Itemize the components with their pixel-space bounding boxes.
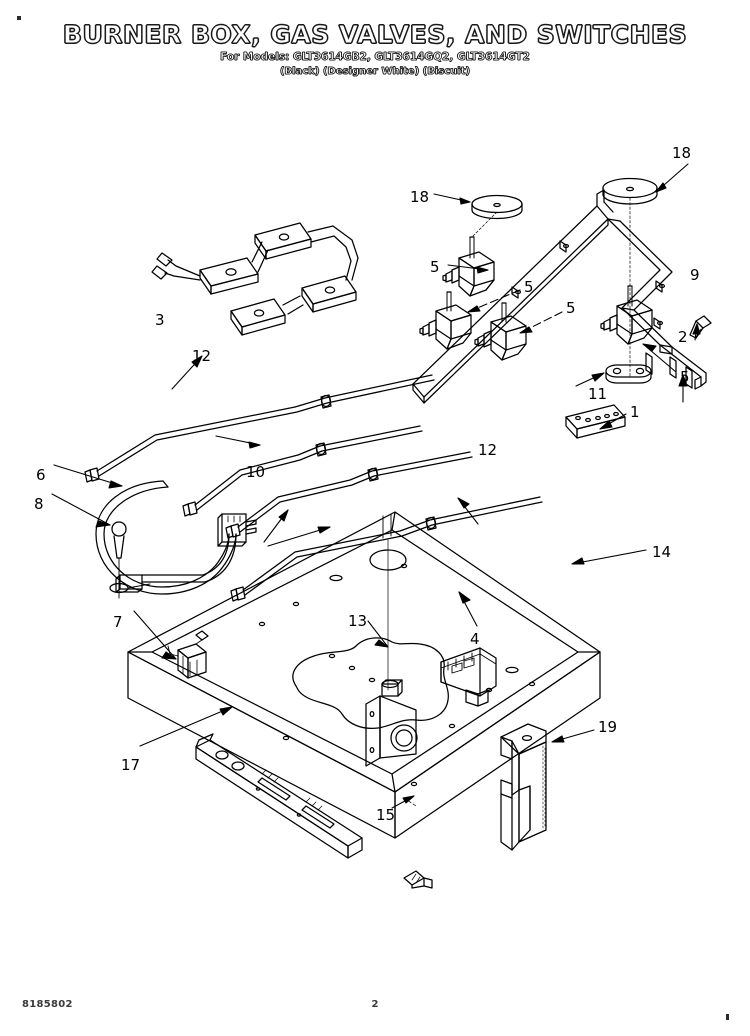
exploded-parts-drawing xyxy=(0,90,750,920)
callout-18-right: 18 xyxy=(672,144,692,162)
callout-9-screw: 9 xyxy=(690,266,700,284)
part-5-gas-valve-2 xyxy=(419,291,472,350)
part-1-mounting-bracket xyxy=(565,404,626,439)
callout-18-left: 18 xyxy=(410,188,430,206)
callout-11-link: 11 xyxy=(588,385,608,403)
part-5-gas-valve-3 xyxy=(474,302,527,361)
part-8-strain-relief xyxy=(109,521,151,599)
registration-mark-bottom-right xyxy=(726,1014,729,1020)
part-9-screw xyxy=(689,315,712,339)
registration-mark-top-left xyxy=(17,16,21,20)
callout-1-bracket: 1 xyxy=(630,403,640,421)
callout-5-valve-4: 5 xyxy=(680,368,690,386)
callout-10-tubes: 10 xyxy=(246,463,266,481)
part-18-knob-left xyxy=(471,194,523,220)
part-2-manifold-pipe xyxy=(412,189,707,404)
diagram-header: BURNER BOX, GAS VALVES, AND SWITCHES For… xyxy=(0,20,750,78)
colors-line: (Black) (Designer White) (Biscuit) xyxy=(279,66,471,78)
callout-7-connector: 7 xyxy=(113,613,123,631)
document-code: 8185802 xyxy=(22,999,73,1010)
callout-6-cord: 6 xyxy=(36,466,46,484)
part-12-gas-tube-a xyxy=(84,374,435,483)
callout-17-rail: 17 xyxy=(121,756,141,774)
callout-8-strain: 8 xyxy=(34,495,44,513)
part-7-connector-plug xyxy=(167,630,209,679)
callout-4-terminal: 4 xyxy=(470,630,480,648)
callout-3-bracket: 3 xyxy=(155,311,165,329)
part-4-terminal-block xyxy=(440,647,497,707)
callout-15-screw: 15 xyxy=(376,806,396,824)
callout-5-valve-3: 5 xyxy=(566,299,576,317)
callout-12-tube-d: 12 xyxy=(478,441,498,459)
part-19-clip-bracket xyxy=(500,723,547,851)
part-17-support-rail xyxy=(195,733,363,859)
leader-lines xyxy=(51,163,701,809)
part-13-gas-regulator xyxy=(365,679,418,767)
callout-5-valve-2: 5 xyxy=(524,278,534,296)
callout-2-manifold: 2 xyxy=(678,328,688,346)
part-11-retainer-link xyxy=(605,364,652,384)
part-12-gas-tube-d xyxy=(230,496,543,602)
part-6-power-cord xyxy=(95,480,257,595)
page-title: BURNER BOX, GAS VALVES, AND SWITCHES xyxy=(62,20,688,49)
part-5-gas-valve-1 xyxy=(442,211,498,297)
callout-13-regulator: 13 xyxy=(348,612,368,630)
callout-12-tube-a: 12 xyxy=(192,347,212,365)
part-15-screw xyxy=(403,797,433,889)
part-14-burner-box xyxy=(127,511,601,839)
callout-5-valve-1: 5 xyxy=(430,258,440,276)
models-line: For Models: GLT3614GB2, GLT3614GQ2, GLT3… xyxy=(220,51,530,64)
callout-19-clip: 19 xyxy=(598,718,618,736)
part-10-gas-tube-c xyxy=(225,451,473,539)
part-5-gas-valve-4 xyxy=(600,285,653,345)
page-number: 2 xyxy=(371,999,379,1010)
part-10-gas-tube-b xyxy=(182,425,423,517)
callout-14-burner-box: 14 xyxy=(652,543,672,561)
part-3-harness-bracket xyxy=(151,222,359,336)
